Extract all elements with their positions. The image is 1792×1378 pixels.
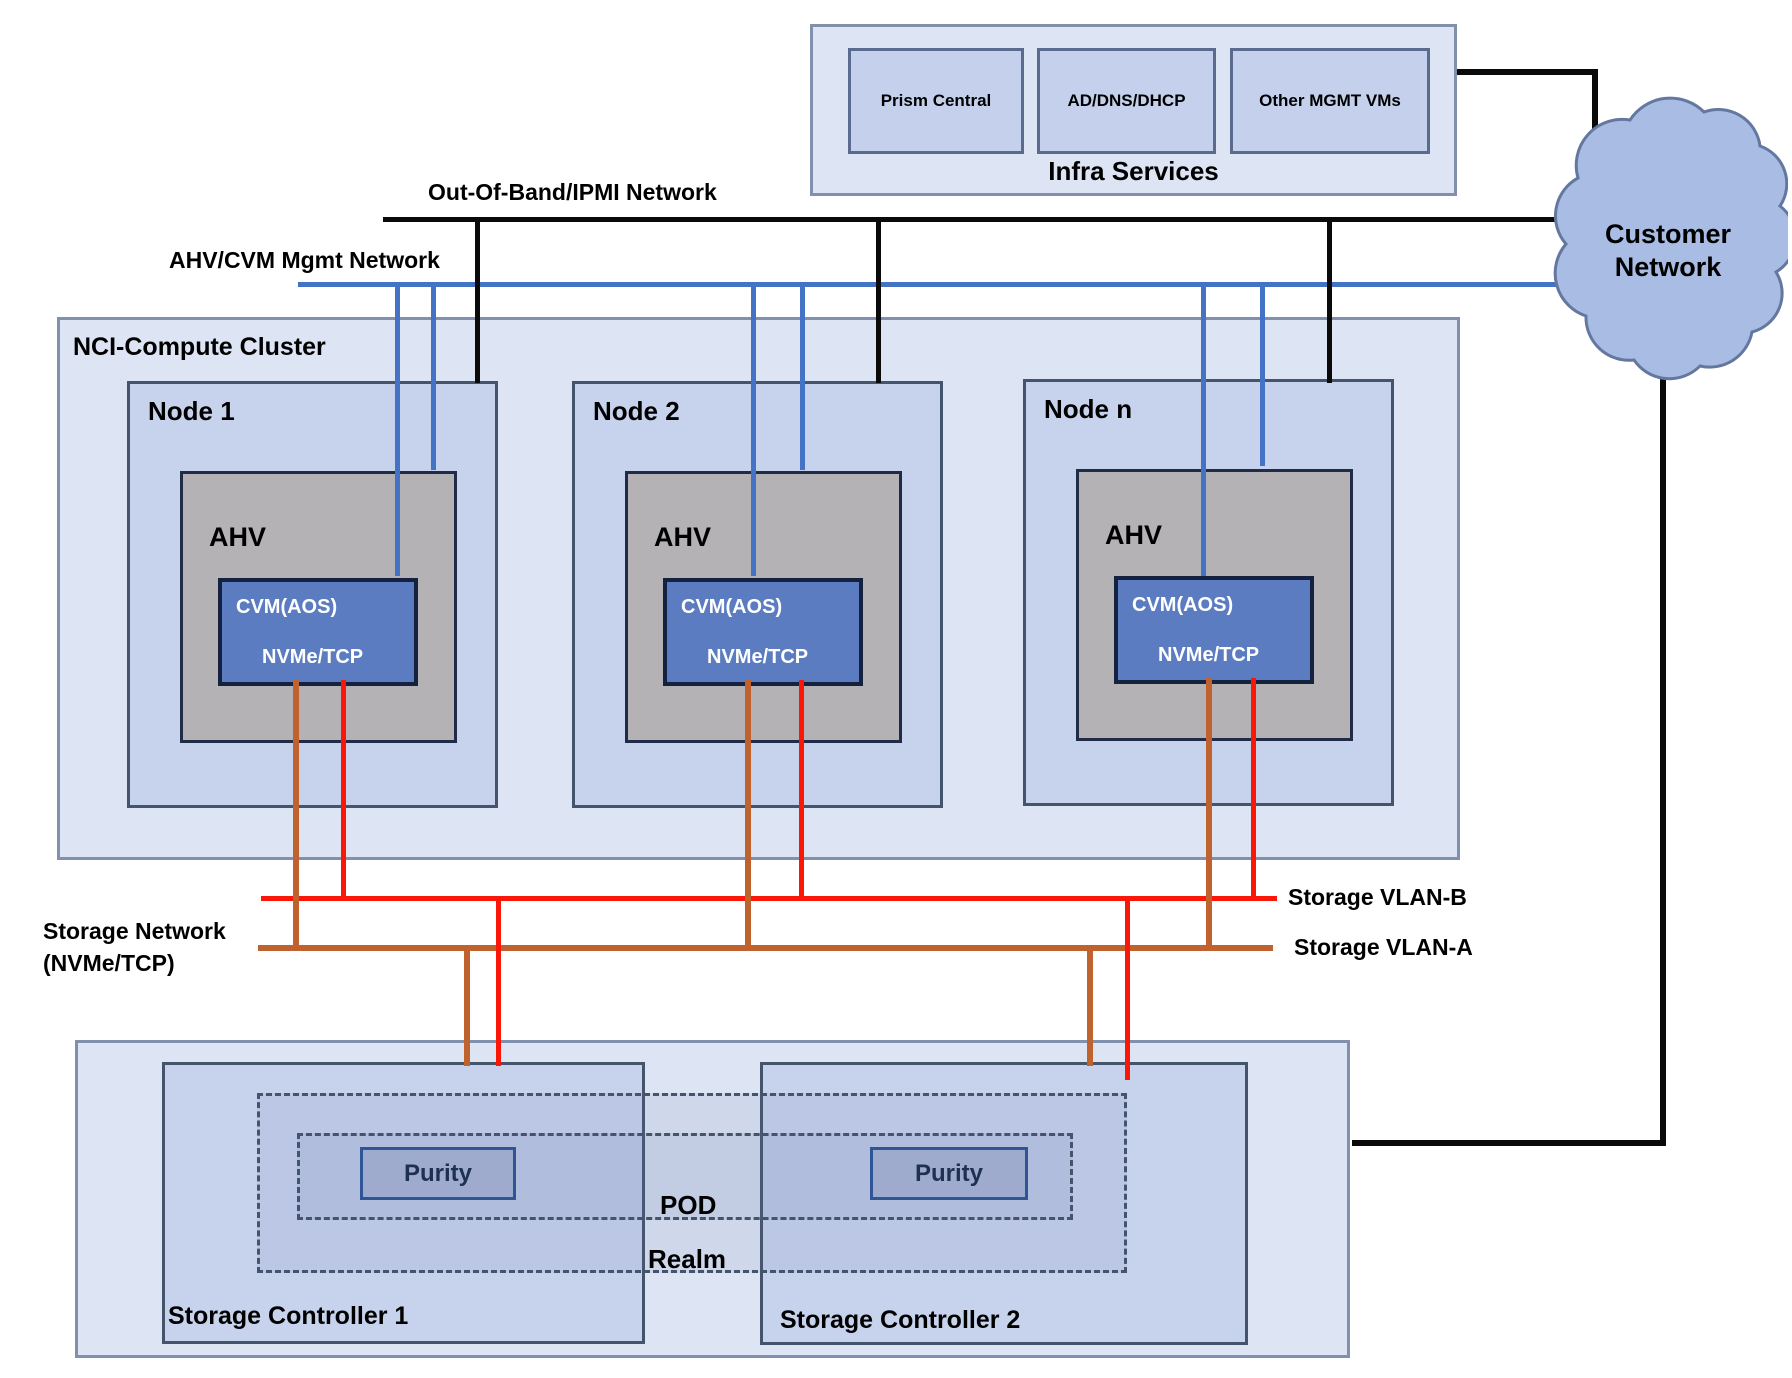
vlan-b-label: Storage VLAN-B bbox=[1288, 884, 1467, 910]
node1-ahv-label: AHV bbox=[209, 522, 267, 552]
ad-dns-dhcp-box: AD/DNS/DHCP bbox=[1037, 48, 1216, 154]
purity1-box: Purity bbox=[360, 1147, 516, 1200]
storage-controller2-box bbox=[760, 1062, 1248, 1345]
node2-vlan-a-drop bbox=[745, 680, 751, 950]
customer-network-label: Customer Network bbox=[1552, 218, 1784, 284]
node1-vlan-a-drop bbox=[293, 680, 299, 950]
other-mgmt-vms-box: Other MGMT VMs bbox=[1230, 48, 1430, 154]
node2-ahv-box: AHV CVM(AOS) NVMe/TCP bbox=[625, 471, 902, 743]
infra-services-title: Infra Services bbox=[1048, 156, 1219, 186]
node-n-ahv-mgmt-drop bbox=[1260, 284, 1265, 466]
node-n-title: Node n bbox=[1044, 394, 1133, 424]
node1-title: Node 1 bbox=[148, 396, 235, 426]
node2-title: Node 2 bbox=[593, 396, 680, 426]
storage-network-label-line1: Storage Network bbox=[43, 918, 226, 944]
infra-to-cloud-line-vertical bbox=[1592, 69, 1598, 144]
storage-network-label-line2: (NVMe/TCP) bbox=[43, 950, 175, 976]
oob-network-label: Out-Of-Band/IPMI Network bbox=[428, 179, 717, 205]
purity2-box: Purity bbox=[870, 1147, 1028, 1200]
node1-cvm-box: CVM(AOS) NVMe/TCP bbox=[218, 578, 418, 686]
infra-to-cloud-line-horizontal bbox=[1457, 69, 1598, 75]
node1-vlan-b-drop bbox=[341, 680, 346, 900]
customer-network-label-line2: Network bbox=[1614, 252, 1722, 282]
node-n-ahv-box: AHV CVM(AOS) NVMe/TCP bbox=[1076, 469, 1353, 741]
node-n-cvm-mgmt-drop bbox=[1201, 284, 1206, 576]
cloud-to-storage-line-horizontal bbox=[1352, 1140, 1666, 1146]
sc1-vlan-a-drop bbox=[464, 948, 470, 1066]
node2-ipmi-drop bbox=[876, 219, 881, 383]
realm-label: Realm bbox=[648, 1244, 727, 1274]
node-n-vlan-b-drop bbox=[1251, 678, 1256, 900]
storage-vlan-b-line bbox=[261, 896, 1277, 901]
node1-nvme-label: NVMe/TCP bbox=[262, 646, 364, 668]
sc1-vlan-b-drop bbox=[496, 899, 501, 1066]
node2-cvm-box: CVM(AOS) NVMe/TCP bbox=[663, 578, 863, 686]
node2-cvm-label: CVM(AOS) bbox=[681, 596, 783, 618]
prism-central-box: Prism Central bbox=[848, 48, 1024, 154]
node1-cvm-label: CVM(AOS) bbox=[236, 596, 338, 618]
storage-vlan-a-line bbox=[258, 945, 1273, 951]
node2-ahv-mgmt-drop bbox=[800, 284, 805, 470]
node2-box: Node 2 AHV CVM(AOS) NVMe/TCP bbox=[572, 381, 943, 808]
customer-network-cloud bbox=[1548, 90, 1792, 382]
oob-network-line bbox=[383, 217, 1567, 222]
node-n-cvm-label: CVM(AOS) bbox=[1132, 594, 1234, 616]
sc2-vlan-a-drop bbox=[1087, 948, 1093, 1066]
node-n-ahv-label: AHV bbox=[1105, 520, 1163, 550]
node-n-ipmi-drop bbox=[1327, 219, 1332, 383]
mgmt-network-line bbox=[298, 282, 1580, 287]
node2-vlan-b-drop bbox=[799, 680, 804, 900]
node2-nvme-label: NVMe/TCP bbox=[707, 646, 809, 668]
storage-controller1-label: Storage Controller 1 bbox=[168, 1302, 409, 1330]
node1-box: Node 1 AHV CVM(AOS) NVMe/TCP bbox=[127, 381, 498, 808]
pod-label: POD bbox=[660, 1190, 717, 1220]
node-n-nvme-label: NVMe/TCP bbox=[1158, 644, 1260, 666]
vlan-a-label: Storage VLAN-A bbox=[1294, 934, 1473, 960]
node1-ipmi-drop bbox=[475, 219, 480, 383]
node1-ahv-mgmt-drop bbox=[431, 284, 436, 470]
cloud-icon bbox=[1553, 96, 1792, 381]
cloud-to-storage-line-vertical bbox=[1660, 374, 1666, 1146]
storage-controller1-box bbox=[162, 1062, 645, 1344]
customer-network-label-line1: Customer bbox=[1604, 219, 1732, 249]
node1-cvm-mgmt-drop bbox=[395, 284, 400, 576]
sc2-vlan-b-drop bbox=[1125, 899, 1130, 1080]
infra-services-box: Prism Central AD/DNS/DHCP Other MGMT VMs… bbox=[810, 24, 1457, 196]
node-n-vlan-a-drop bbox=[1206, 678, 1212, 950]
storage-controller2-label: Storage Controller 2 bbox=[780, 1306, 1021, 1334]
cluster-title: NCI-Compute Cluster bbox=[73, 333, 326, 361]
node2-cvm-mgmt-drop bbox=[751, 284, 756, 576]
mgmt-network-label: AHV/CVM Mgmt Network bbox=[169, 247, 440, 273]
node2-ahv-label: AHV bbox=[654, 522, 712, 552]
node-n-cvm-box: CVM(AOS) NVMe/TCP bbox=[1114, 576, 1314, 684]
node1-ahv-box: AHV CVM(AOS) NVMe/TCP bbox=[180, 471, 457, 743]
